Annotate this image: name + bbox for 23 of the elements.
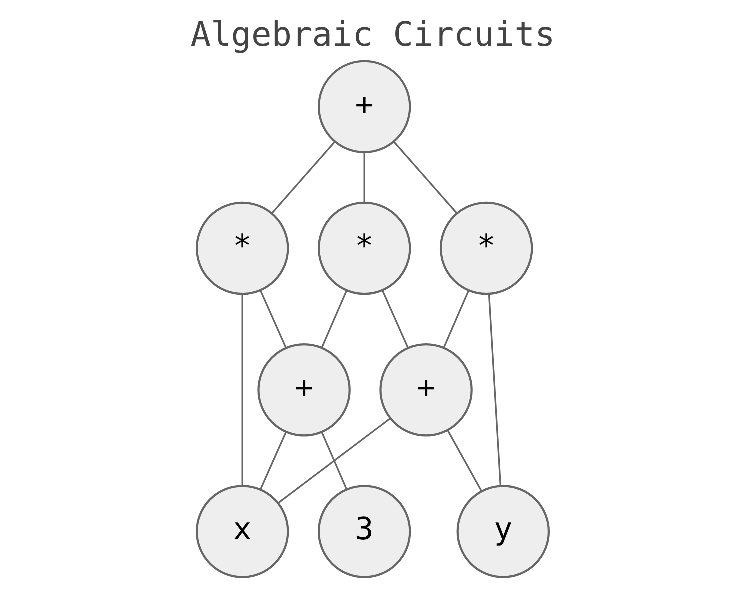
- connector: [278, 418, 391, 504]
- connector: [321, 432, 348, 490]
- connector: [242, 294, 244, 486]
- node-circle: *: [318, 202, 412, 296]
- connector: [272, 141, 336, 214]
- diagram-title: Algebraic Circuits: [190, 15, 556, 54]
- node-circle: *: [440, 202, 534, 296]
- connector: [321, 290, 348, 348]
- connector: [382, 290, 409, 348]
- connector: [443, 290, 470, 348]
- node-circle: *: [196, 202, 290, 296]
- connector: [364, 152, 366, 203]
- connector: [393, 141, 458, 214]
- node-circle: 3: [318, 485, 412, 578]
- node-circle: +: [380, 344, 473, 437]
- connector: [488, 294, 502, 486]
- connector: [447, 430, 482, 492]
- node-circle: +: [318, 60, 412, 154]
- node-circle: +: [258, 344, 351, 437]
- connector: [260, 290, 287, 348]
- node-circle: x: [196, 485, 290, 578]
- connector: [260, 432, 288, 490]
- node-circle: y: [456, 485, 550, 578]
